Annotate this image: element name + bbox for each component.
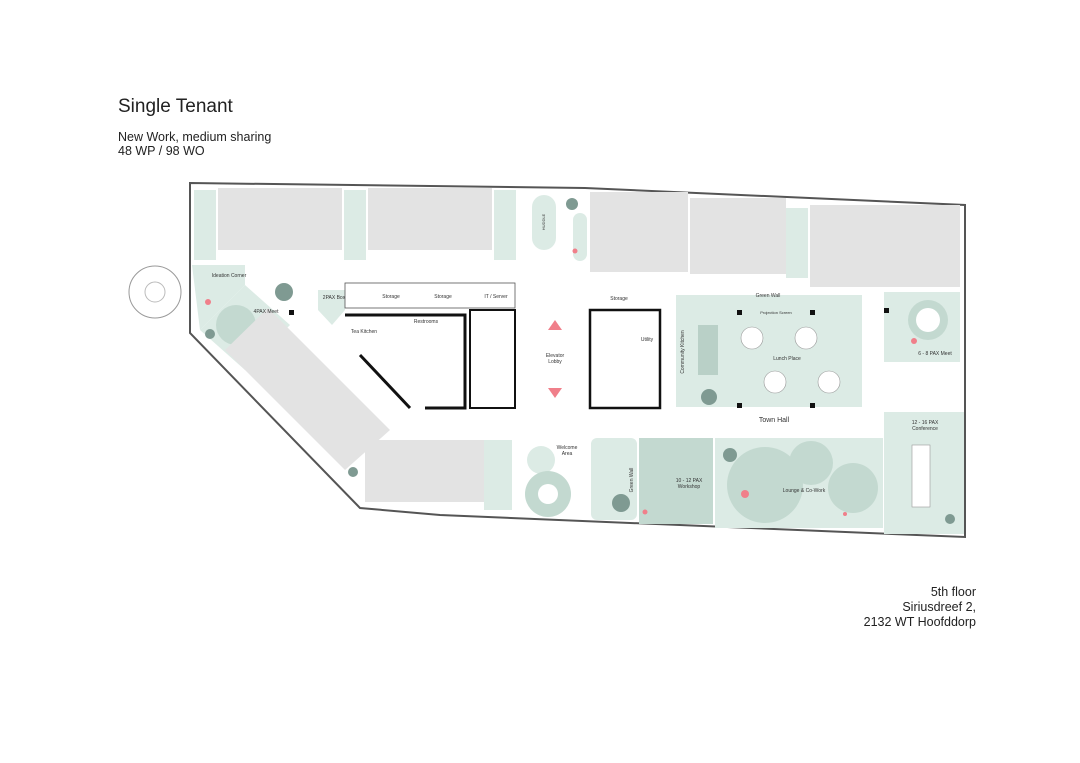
label-projection-screen: Projection Screen: [760, 310, 792, 315]
label-green-wall: Green Wall: [629, 467, 635, 493]
room-label-ideation: Ideation Corner: [211, 273, 247, 279]
desk-zone: [810, 205, 960, 287]
label-green-wall: Green Wall: [755, 293, 781, 299]
room-label-welcome-area: Welcome Area: [556, 445, 578, 457]
room-label-utility: Utility: [640, 337, 654, 343]
room-label-it-server: IT / Server: [484, 294, 508, 300]
address-street: Siriusdreef 2,: [902, 600, 976, 614]
huddle-table: [532, 195, 556, 250]
room-label-conference: 12 - 16 PAX Conference: [911, 420, 939, 432]
room-label-tea-kitchen: Tea Kitchen: [350, 329, 378, 335]
room-label-6-8-pax-meet: 6 - 8 PAX Meet: [918, 351, 952, 357]
room-label-community-kitchen: Community Kitchen: [680, 330, 686, 374]
desk-zone: [365, 440, 485, 502]
desk-zone: [590, 192, 688, 272]
plan-title: Single Tenant: [118, 96, 233, 117]
address-city: 2132 WT Hoofddorp: [863, 615, 976, 629]
desk-zone: [368, 188, 492, 250]
room-label-lunch-place: Lunch Place: [773, 356, 801, 362]
room-label-workshop: 10 - 12 PAX Workshop: [675, 478, 703, 490]
room-label-2pax-box: 2PAX Box: [322, 295, 346, 301]
room-label-storage: Storage: [434, 294, 452, 300]
plan-concept: New Work, medium sharing: [118, 130, 272, 144]
desk-zone: [690, 198, 786, 274]
room-label-lounge-cowork: Lounge & Co-Work: [782, 488, 826, 494]
room-label-elevator-lobby: Elevator Lobby: [545, 353, 565, 365]
room-label-4pax-meet: 4PAX Meet: [253, 309, 279, 315]
room-label-storage: Storage: [382, 294, 400, 300]
room-label-town-hall: Town Hall: [758, 417, 790, 424]
plan-capacity: 48 WP / 98 WO: [118, 144, 205, 158]
floor-label: 5th floor: [930, 585, 976, 599]
desk-zone: [225, 308, 390, 470]
desk-zone: [218, 188, 342, 250]
label-huddle: HUDDLE: [541, 213, 546, 231]
room-label-restrooms: Restrooms: [413, 319, 439, 325]
spiral-stair: [128, 265, 182, 319]
room-label-storage: Storage: [610, 296, 628, 302]
